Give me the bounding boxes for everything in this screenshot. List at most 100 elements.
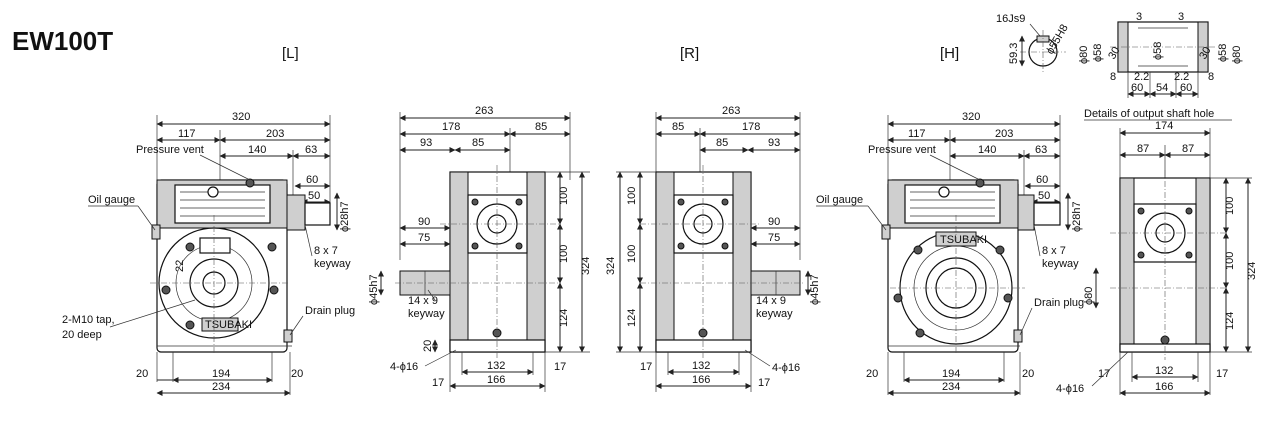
- dim-234-h: 234: [942, 381, 960, 393]
- dim-17-h-right: 17: [1216, 368, 1228, 380]
- dim-50-h: 50: [1038, 190, 1050, 202]
- front-view-left: 320 117 203 140 63 60 50 ϕ28h7: [62, 111, 355, 396]
- dim-90: 90: [418, 216, 430, 228]
- dim-263: 263: [475, 105, 493, 117]
- label-keyway-8x7-h: 8 x 7: [1042, 245, 1066, 257]
- dim-194-h: 194: [942, 368, 960, 380]
- dim-60: 60: [306, 174, 318, 186]
- label-keyway-8x7: 8 x 7: [314, 245, 338, 257]
- brand-plate: TSUBAKI: [205, 319, 252, 331]
- dim-17-right: 17: [554, 361, 566, 373]
- label-keyway-word-h: keyway: [1042, 258, 1079, 270]
- side-view-hollow: 174 87 87 100 100 124 324 132: [1056, 120, 1258, 396]
- front-view-hollow: 320 117 203 140 63 60 50 ϕ28h7 TSUBAKI: [816, 111, 1099, 396]
- dim-194: 194: [212, 368, 230, 380]
- dim-166: 166: [487, 374, 505, 386]
- dim-124-r: 124: [626, 309, 638, 327]
- dim-50: 50: [308, 190, 320, 202]
- dim-90-r: 90: [768, 216, 780, 228]
- dim-93-r: 93: [768, 137, 780, 149]
- side-view-left: 263 178 85 93 85 90 75 ϕ45h7 14: [368, 105, 592, 392]
- det-58-mid: ϕ58: [1152, 42, 1164, 60]
- det-2-2-right: 2.2: [1174, 71, 1189, 83]
- dim-324-h: 324: [1246, 262, 1258, 280]
- dim-324-r: 324: [605, 257, 617, 275]
- dim-132-h: 132: [1155, 365, 1173, 377]
- dim-140-h: 140: [978, 144, 996, 156]
- dim-100-r-b: 100: [626, 245, 638, 263]
- label-keyway-word-2: keyway: [408, 308, 445, 320]
- dim-117-h: 117: [908, 128, 926, 140]
- dim-75: 75: [418, 232, 430, 244]
- dim-124: 124: [558, 309, 570, 327]
- det-58-left: ϕ58: [1092, 44, 1104, 62]
- details-caption: Details of output shaft hole: [1084, 108, 1214, 120]
- dim-100-r-a: 100: [626, 187, 638, 205]
- label-keyway-14x9: 14 x 9: [408, 295, 438, 307]
- det-8-right: 8: [1208, 71, 1214, 83]
- dim-85-top: 85: [535, 121, 547, 133]
- dim-132-r: 132: [692, 360, 710, 372]
- dim-17-r-right: 17: [758, 377, 770, 389]
- dim-140: 140: [248, 144, 266, 156]
- view-label-left: [L]: [282, 45, 299, 62]
- dim-28h7-h: ϕ28h7: [1071, 201, 1083, 232]
- dim-174: 174: [1155, 120, 1173, 132]
- dim-203-h: 203: [995, 128, 1013, 140]
- label-oil-gauge-h: Oil gauge: [816, 194, 863, 206]
- label-holes-h: 4-ϕ16: [1056, 383, 1084, 395]
- dim-117: 117: [178, 128, 196, 140]
- dim-100-h-b: 100: [1224, 252, 1236, 270]
- dim-234: 234: [212, 381, 230, 393]
- dim-80-h: ϕ80: [1083, 287, 1095, 305]
- label-tap: 2-M10 tap,: [62, 314, 115, 326]
- det-59-3: 59.3: [1008, 43, 1020, 64]
- dim-45h7: ϕ45h7: [368, 274, 380, 305]
- dim-45h7-r: ϕ45h7: [809, 274, 821, 305]
- dim-63: 63: [305, 144, 317, 156]
- label-holes-r: 4-ϕ16: [772, 362, 800, 374]
- dim-75-r: 75: [768, 232, 780, 244]
- dim-124-h: 124: [1224, 312, 1236, 330]
- dim-85-mid: 85: [472, 137, 484, 149]
- det-80-right: ϕ80: [1231, 46, 1243, 64]
- dim-263-r: 263: [722, 105, 740, 117]
- dim-20-h-right: 20: [1022, 368, 1034, 380]
- label-drain-plug-h: Drain plug: [1034, 297, 1084, 309]
- dim-93: 93: [420, 137, 432, 149]
- dim-100-b: 100: [558, 245, 570, 263]
- dim-63-h: 63: [1035, 144, 1047, 156]
- dim-20-side: 20: [422, 340, 434, 352]
- det-58-right: ϕ58: [1217, 44, 1229, 62]
- dim-166-h: 166: [1155, 381, 1173, 393]
- dim-20-left: 20: [136, 368, 148, 380]
- label-pressure-vent-h: Pressure vent: [868, 144, 936, 156]
- view-label-hollow: [H]: [940, 45, 959, 62]
- dim-100-h-a: 100: [1224, 197, 1236, 215]
- dim-320-h: 320: [962, 111, 980, 123]
- view-label-right: [R]: [680, 45, 699, 62]
- dim-20-h-left: 20: [866, 368, 878, 380]
- dim-324: 324: [580, 257, 592, 275]
- label-keyway-word: keyway: [314, 258, 351, 270]
- det-2-2-left: 2.2: [1134, 71, 1149, 83]
- dim-87-right: 87: [1182, 143, 1194, 155]
- det-8-left: 8: [1110, 71, 1116, 83]
- dim-320: 320: [232, 111, 250, 123]
- label-pressure-vent: Pressure vent: [136, 144, 204, 156]
- dim-178: 178: [442, 121, 460, 133]
- det-60-right: 60: [1180, 82, 1192, 94]
- dim-132: 132: [487, 360, 505, 372]
- dim-203: 203: [266, 128, 284, 140]
- dim-60-h: 60: [1036, 174, 1048, 186]
- dim-17-r-left: 17: [640, 361, 652, 373]
- brand-plate-h: TSUBAKI: [940, 234, 987, 246]
- dim-28h7: ϕ28h7: [339, 201, 351, 232]
- model-title: EW100T: [12, 26, 113, 56]
- side-view-right: 263 85 178 85 93 90 75 ϕ45h7 14 x 9 k: [605, 105, 821, 392]
- det-80-left: ϕ80: [1078, 46, 1090, 64]
- det-16js9: 16Js9: [996, 13, 1025, 25]
- det-30-right: 30: [1197, 45, 1214, 62]
- det-3-left: 3: [1136, 11, 1142, 23]
- label-tap-depth: 20 deep: [62, 329, 102, 341]
